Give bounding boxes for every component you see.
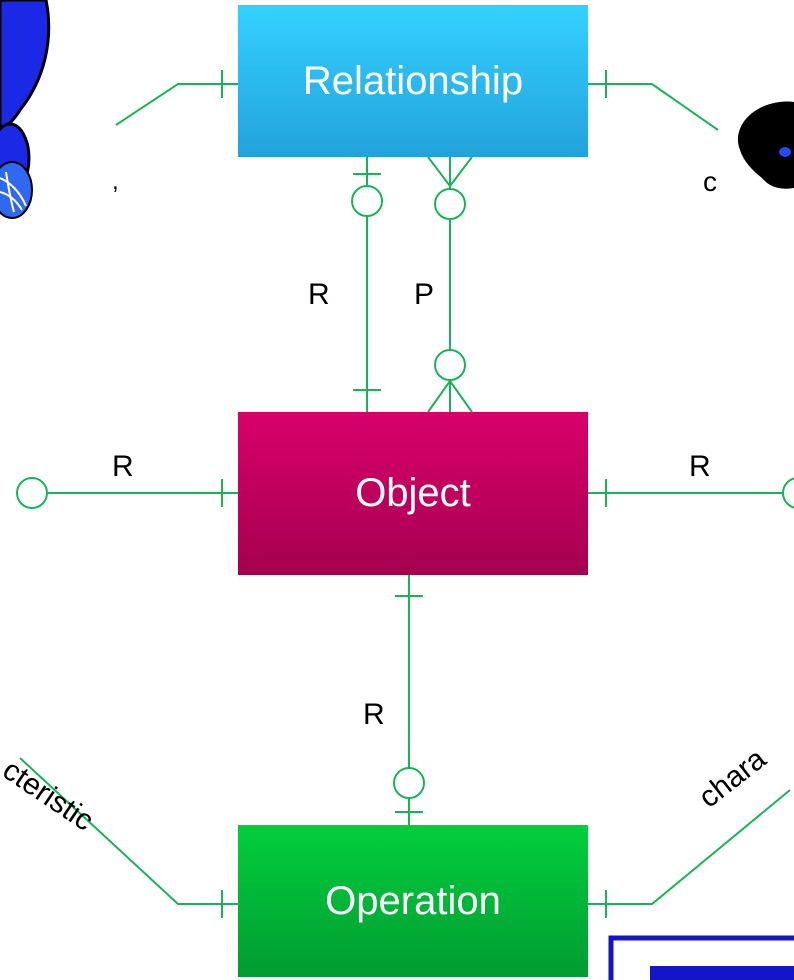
optional-circle: [434, 349, 466, 381]
partial-label-top-right: c: [703, 166, 717, 197]
crowfoot-line: [427, 380, 451, 413]
operation-label: Operation: [325, 878, 501, 923]
operation-entity: Operation: [238, 825, 588, 977]
edge-label-obj-op: R: [363, 698, 385, 731]
object-label: Object: [355, 471, 471, 515]
optional-circle: [351, 185, 383, 217]
edge-label-object-left: R: [112, 450, 134, 483]
edge-label-rel-obj-left: R: [308, 278, 330, 311]
crowfoot-line: [449, 156, 473, 187]
optional-circle: [16, 477, 48, 509]
blue-frame: [608, 935, 794, 980]
relationship-entity: Relationship: [238, 5, 588, 157]
crowfoot-line: [427, 156, 451, 187]
decorative-blob-right: [737, 101, 794, 189]
connector-relationship-left: [115, 83, 238, 126]
object-entity: Object: [238, 412, 588, 575]
connector-operation-right: [588, 789, 791, 905]
decorative-blob-left: [0, 0, 51, 219]
optional-circle: [393, 767, 425, 799]
partial-label-top-left: ,: [112, 168, 119, 195]
crowfoot-line: [449, 380, 473, 413]
relationship-label: Relationship: [302, 58, 524, 103]
optional-circle: [434, 188, 466, 220]
connector-relationship-right: [588, 83, 719, 131]
edge-label-rel-obj-right: P: [414, 278, 435, 311]
optional-circle: [782, 477, 794, 509]
connector-operation-left: [19, 757, 238, 905]
edge-label-object-right: R: [689, 450, 711, 483]
